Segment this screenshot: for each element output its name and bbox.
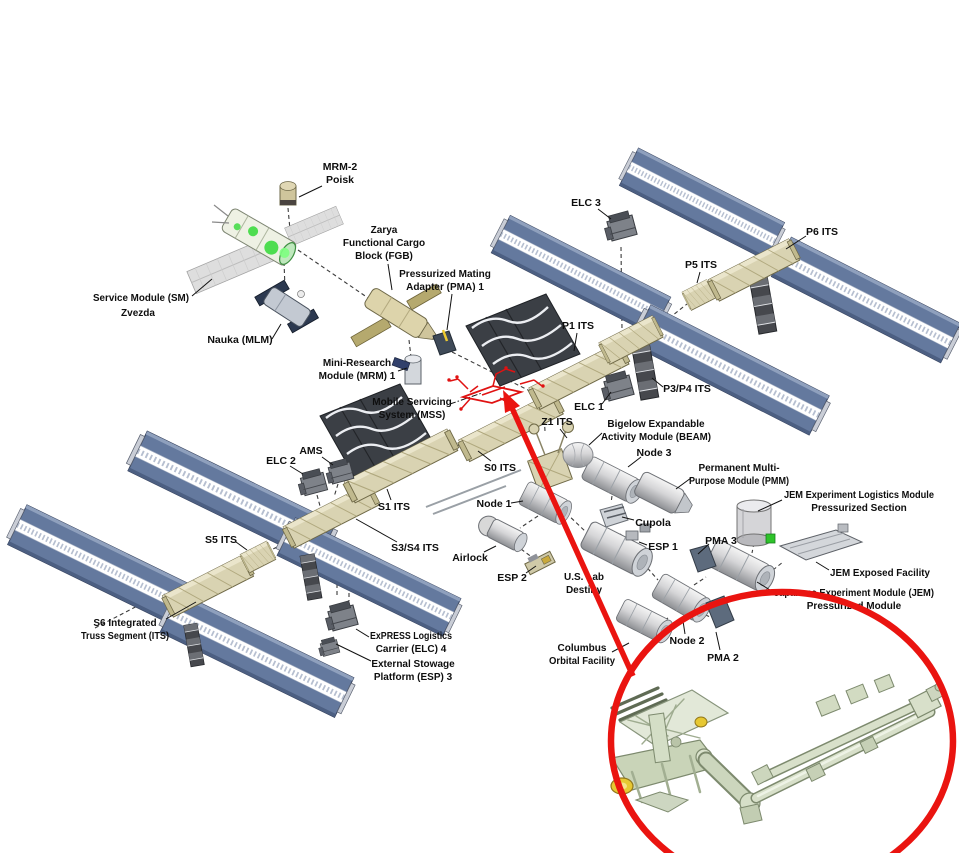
label-p5: P5 ITS <box>685 259 717 271</box>
mss-highlight <box>449 368 543 409</box>
label-z1: Z1 ITS <box>541 416 573 428</box>
module-beam-seams <box>571 443 585 467</box>
module-airlock <box>478 515 528 553</box>
inset-mobile-base <box>610 686 730 813</box>
label-ams: AMS <box>299 445 322 457</box>
platform-esp2 <box>524 550 556 576</box>
label-service-module: Service Module (SM)Zvezda <box>93 293 189 319</box>
module-cupola <box>599 503 629 528</box>
module-zarya <box>350 283 442 348</box>
label-leader-lines <box>165 185 830 662</box>
connector-dashed-lines <box>94 207 784 629</box>
inset-highlight-circle <box>607 588 957 853</box>
station-modules <box>478 442 864 646</box>
inset-canadarm2 <box>695 673 946 825</box>
label-cupola: Cupola <box>635 517 671 529</box>
module-beam <box>562 442 594 468</box>
module-pmm <box>634 471 693 514</box>
mss-rails <box>425 469 522 515</box>
carrier-elc3 <box>601 209 638 243</box>
zvezda-antennas <box>211 204 230 224</box>
label-esp1: ESP 1 <box>648 541 678 553</box>
module-jem-pm <box>704 538 780 596</box>
label-node2: Node 2 <box>669 635 704 647</box>
module-nauka <box>254 279 320 334</box>
label-pmm: Permanent Multi-Purpose Module (PMM) <box>689 463 789 487</box>
label-elc2: ELC 2 <box>266 455 296 467</box>
module-poisk <box>279 181 297 206</box>
module-mrm1 <box>391 354 422 385</box>
fgb-crane-yellow <box>441 329 449 342</box>
module-node3 <box>580 455 648 507</box>
platform-esp3 <box>316 636 341 658</box>
label-node1: Node 1 <box>476 498 511 510</box>
carrier-elc4 <box>322 599 359 633</box>
z1-antennas <box>528 421 574 456</box>
label-elc1: ELC 1 <box>574 401 604 413</box>
label-pma3: PMA 3 <box>705 535 737 547</box>
label-node3: Node 3 <box>636 447 671 459</box>
jem-exposed-facility <box>765 523 864 561</box>
label-esp2: ESP 2 <box>497 572 527 584</box>
callout-arrow <box>503 390 636 678</box>
label-nauka: Nauka (MLM) <box>207 334 272 346</box>
module-pma3 <box>689 544 717 573</box>
russian-segment <box>186 181 457 385</box>
module-zvezda <box>221 208 297 266</box>
label-s1: S1 ITS <box>378 501 410 513</box>
radiator-p6 <box>748 275 778 335</box>
label-airlock: Airlock <box>452 552 488 564</box>
solar-wing-p4-lower <box>627 303 833 437</box>
label-pma2: PMA 2 <box>707 652 739 664</box>
platform-esp1 <box>625 523 651 541</box>
zvezda-solar-wing-right <box>284 205 344 247</box>
label-s0: S0 ITS <box>484 462 516 474</box>
label-p34: P3/P4 ITS <box>663 383 711 395</box>
label-p1: P1 ITS <box>562 320 594 332</box>
label-jem-ef: JEM Exposed Facility <box>830 568 930 579</box>
label-elc3: ELC 3 <box>571 197 601 209</box>
inset-mss-closeup <box>610 673 946 825</box>
solar-wing-p6-upper <box>616 146 788 261</box>
label-s5: S5 ITS <box>205 534 237 546</box>
label-s34: S3/S4 ITS <box>391 542 439 554</box>
truss-segments <box>160 237 802 619</box>
label-p6: P6 ITS <box>806 226 838 238</box>
